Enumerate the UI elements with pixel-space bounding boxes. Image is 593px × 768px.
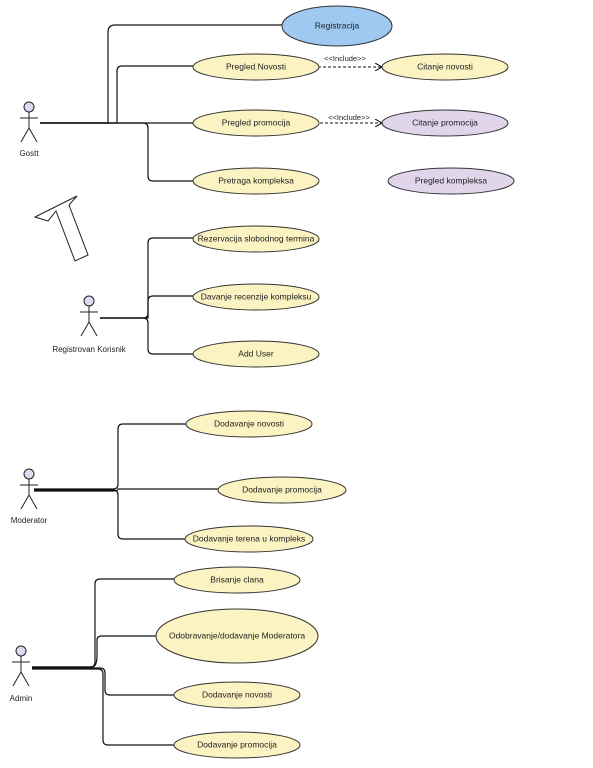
- usecase-pretraga-kompleksa: [192, 167, 320, 195]
- usecase-label-add-user: Add User: [238, 348, 274, 358]
- usecase-label-pregled-novosti: Pregled Novosti: [226, 61, 286, 71]
- actor-registrovan-korisnik: [80, 295, 98, 337]
- actor-gost: [20, 101, 38, 143]
- actor-moderator: [20, 468, 38, 510]
- generalization-arrow: [33, 195, 89, 262]
- include-relation-novosti: <<Include>>: [318, 54, 382, 67]
- line-admin-brisanje: [32, 578, 174, 668]
- usecase-label-admin-dodavanje-promocija: Dodavanje promocija: [197, 739, 277, 749]
- usecase-label-citanje-novosti: Citanje novosti: [417, 61, 473, 71]
- usecase-label-brisanje-clana: Brisanje clana: [210, 574, 264, 584]
- usecase-admin-dodavanje-novosti: [173, 681, 301, 709]
- usecase-pregled-kompleksa: [387, 167, 515, 195]
- usecase-label-admin-dodavanje-novosti: Dodavanje novosti: [202, 689, 272, 699]
- line-reg-add-user: [100, 317, 193, 355]
- usecase-citanje-novosti: [381, 53, 509, 81]
- usecase-label-mod-dodavanje-terena: Dodavanje terena u kompleks: [193, 533, 305, 543]
- usecase-admin-dodavanje-promocija: [173, 731, 301, 759]
- line-admin-moderatora: [32, 635, 157, 668]
- usecase-label-pregled-promocija: Pregled promocija: [222, 117, 291, 127]
- line-mod-teren: [34, 489, 185, 540]
- usecase-mod-dodavanje-terena: [184, 525, 314, 553]
- usecase-label-odobravanje-moderatora: Odobravanje/dodavanje Moderatora: [169, 630, 305, 640]
- usecase-add-user: [192, 340, 320, 368]
- line-admin-promocija: [32, 668, 174, 746]
- usecase-pregled-novosti: [192, 53, 320, 81]
- actor-label-moderator: Moderator: [11, 516, 48, 525]
- include-label: <<Include>>: [324, 54, 366, 63]
- usecase-label-mod-dodavanje-novosti: Dodavanje novosti: [214, 418, 284, 428]
- usecase-odobravanje-moderatora: [155, 608, 319, 664]
- line-mod-novosti: [34, 423, 186, 490]
- usecase-label-mod-dodavanje-promocija: Dodavanje promocija: [242, 484, 322, 494]
- usecase-label-registracija: Registracija: [315, 20, 360, 30]
- include-relation-promocija: <<Include>>: [320, 113, 382, 123]
- usecase-label-pregled-kompleksa: Pregled kompleksa: [415, 175, 488, 185]
- line-gost-pregled-novosti: [40, 65, 193, 124]
- usecase-mod-dodavanje-novosti: [185, 410, 313, 438]
- line-gost-pretraga: [40, 122, 193, 182]
- line-gost-registracija: [40, 24, 283, 124]
- usecase-label-rezervacija: Rezervacija slobodnog termina: [198, 233, 315, 243]
- usecase-pregled-promocija: [192, 109, 320, 137]
- actor-admin: [12, 645, 30, 687]
- usecase-davanje-recenzije: [192, 283, 320, 311]
- usecase-brisanje-clana: [173, 566, 301, 594]
- usecase-rezervacija: [192, 225, 320, 253]
- line-reg-rezervacija: [100, 237, 193, 319]
- usecase-label-davanje-recenzije: Davanje recenzije kompleksu: [201, 291, 312, 301]
- usecase-mod-dodavanje-promocija: [217, 476, 347, 504]
- usecase-label-pretraga-kompleksa: Pretraga kompleksa: [218, 175, 294, 185]
- usecase-registracija: [281, 5, 393, 47]
- line-reg-recenzija: [100, 295, 193, 319]
- include-label: <<Include>>: [328, 113, 370, 122]
- usecase-citanje-promocija: [381, 109, 509, 137]
- association-lines: [32, 24, 283, 746]
- actor-label-registrovan: Registrovan Korisnik: [52, 345, 126, 354]
- usecase-label-citanje-promocija: Citanje promocija: [412, 117, 478, 127]
- line-admin-novosti: [32, 667, 174, 696]
- actor-label-admin: Admin: [10, 694, 33, 703]
- actor-label-gost: Gostt: [19, 149, 39, 158]
